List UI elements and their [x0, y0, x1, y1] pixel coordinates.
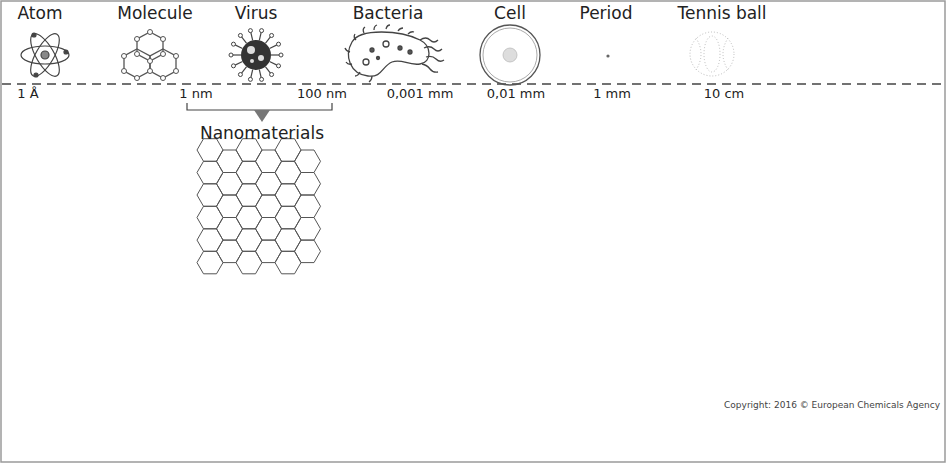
heading-label: Bacteria: [353, 4, 424, 24]
virus-spike-tip: [260, 29, 264, 33]
heading-label: Atom: [18, 4, 63, 24]
virus-spike-tip: [248, 77, 252, 81]
scale-value: 100 nm: [297, 87, 347, 102]
virus-spike-tip: [231, 64, 235, 68]
molecule-icon: [124, 32, 176, 78]
heading-label: Tennis ball: [677, 4, 766, 24]
tennis-ball-icon: [690, 32, 734, 76]
graphene-lattice: [197, 139, 321, 274]
scale-value: 0,01 mm: [487, 87, 545, 102]
virus-spike-tip: [260, 77, 264, 81]
molecule-atoms: [122, 30, 179, 81]
virus-spike-tip: [277, 42, 281, 46]
virus-spike-tip: [238, 73, 242, 77]
heading-label: Period: [579, 4, 632, 24]
virus-spike-tip: [270, 33, 274, 37]
virus-spike-tip: [277, 64, 281, 68]
virus-spike-tip: [248, 29, 252, 33]
scale-value: 1 mm: [593, 87, 631, 102]
atom-icon: [21, 30, 69, 81]
scale-value: 1 Å: [17, 87, 38, 102]
scale-value: 10 cm: [704, 87, 745, 102]
scale-line: [2, 83, 945, 84]
copyright-note: Copyright: 2016 © European Chemicals Age…: [724, 400, 940, 410]
bacteria-icon: [345, 25, 444, 82]
virus-spike-tip: [229, 53, 233, 57]
virus-icon: [229, 29, 283, 82]
scale-value: 1 nm: [179, 87, 212, 102]
lattice-hexagons: [197, 139, 321, 274]
heading-label: Virus: [235, 4, 278, 24]
virus-spike-tip: [238, 33, 242, 37]
virus-spike-tip: [279, 53, 283, 57]
virus-spike-tip: [231, 42, 235, 46]
heading-label: Molecule: [117, 4, 193, 24]
group-label: Nanomaterials: [200, 124, 324, 144]
heading-label: Cell: [494, 4, 526, 24]
period-dot: [606, 54, 609, 57]
cell-icon: [480, 25, 540, 85]
virus-spike-tip: [270, 73, 274, 77]
bracket-pointer: [254, 110, 270, 122]
nano-bracket: [187, 103, 332, 110]
scale-value: 0,001 mm: [387, 87, 454, 102]
